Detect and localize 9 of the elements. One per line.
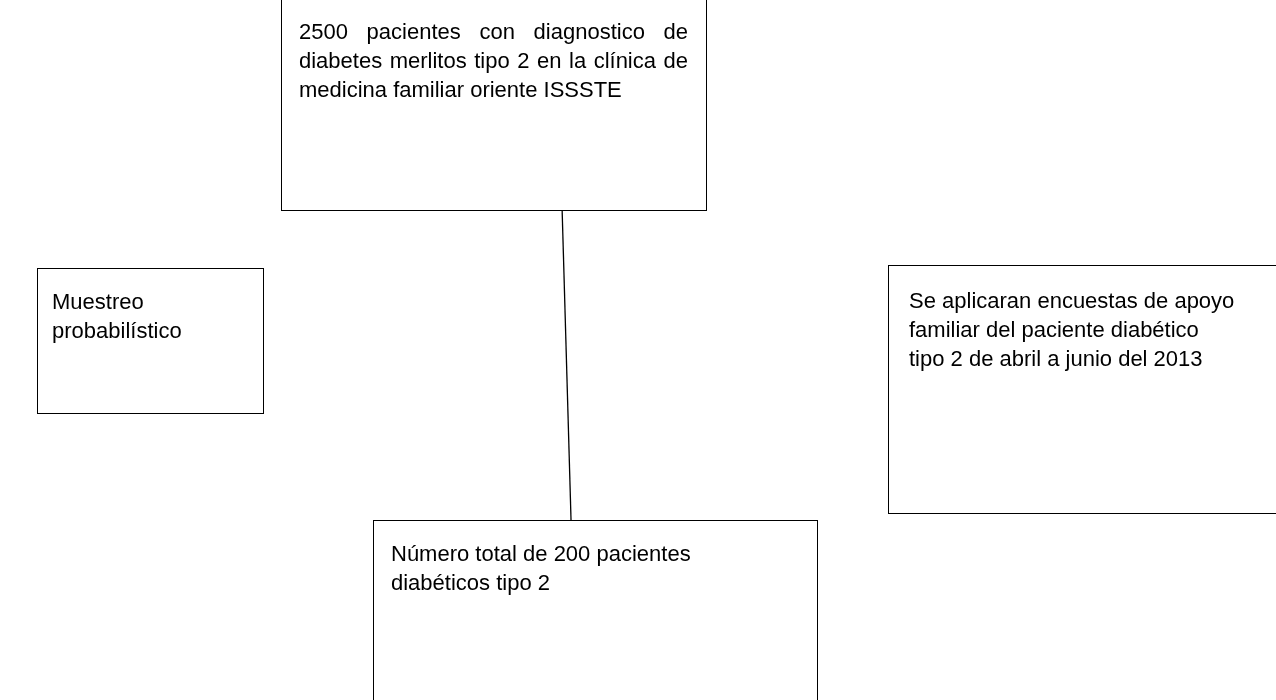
process-box	[888, 265, 1276, 514]
box-text: Número total de 200 pacientes diabéticos tipo 2	[391, 540, 692, 597]
box-text: Se aplicaran encuestas de apoyo familiar del paciente diabético tipo 2 de abril a junio del 2013	[909, 287, 1236, 373]
box-text: Muestreo probabilístico	[52, 288, 183, 345]
process-box	[37, 268, 264, 414]
process-box	[281, 0, 707, 211]
box-text: 2500 pacientes con diagnostico de diabetes merlitos tipo 2 en la clínica de medicina familiar oriente ISSSTE	[299, 18, 688, 104]
connector-line	[561, 210, 572, 521]
process-box	[373, 520, 818, 700]
